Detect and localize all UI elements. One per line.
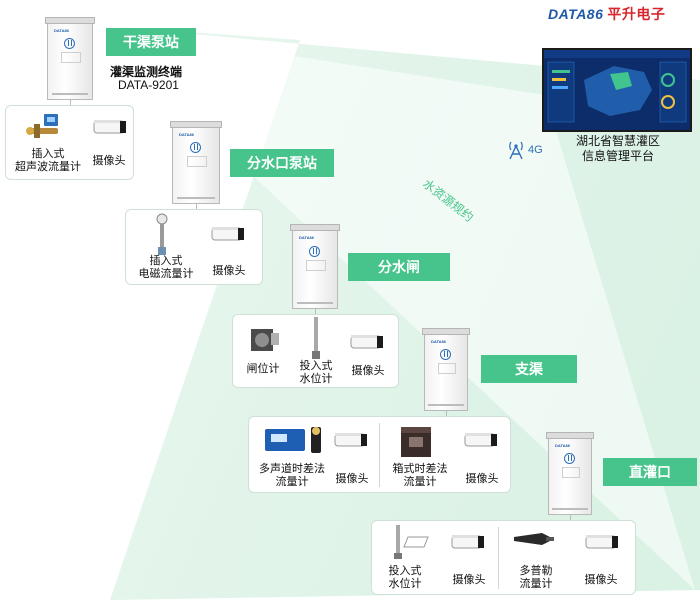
cabinet-4: DATA86 (422, 328, 470, 411)
station-label-4: 支渠 (481, 355, 577, 383)
device-box-5: 投入式 水位计 摄像头 多普勒 流量计 摄像头 (371, 520, 636, 595)
label-camera-4b: 摄像头 (465, 473, 499, 485)
label-camera-5b: 摄像头 (584, 574, 618, 586)
station-label-3: 分水闸 (348, 253, 450, 281)
platform-screen (542, 48, 692, 132)
label-camera-1: 摄像头 (92, 155, 126, 167)
station-label-1: 干渠泵站 (106, 28, 196, 56)
device-box-1: 插入式 超声波流量计 摄像头 (5, 105, 134, 180)
label-gate-meter: 闸位计 (246, 363, 280, 375)
terminal-model: DATA-9201 (118, 78, 179, 92)
gate-position-meter-icon (251, 329, 279, 351)
label-level-meter-1: 投入式 水位计 (299, 360, 333, 385)
camera-icon (350, 335, 383, 349)
station-label-5: 直灌口 (603, 458, 697, 486)
box-flowmeter-icon (401, 427, 431, 457)
camera-icon (93, 120, 126, 134)
label-camera-3: 摄像头 (351, 365, 385, 377)
label-box-meter: 箱式时差法 流量计 (392, 463, 448, 488)
network-label: 4G (528, 144, 543, 156)
camera-icon (334, 433, 367, 447)
device-box-2: 插入式 电磁流量计 摄像头 (125, 209, 263, 285)
camera-icon (211, 227, 244, 241)
logo-text-cn: 平升电子 (607, 6, 666, 22)
ultrasonic-flowmeter-icon (26, 114, 58, 138)
label-level-meter-2: 投入式 水位计 (388, 565, 422, 590)
label-ultrasonic-meter: 插入式 超声波流量计 (15, 148, 81, 173)
camera-icon (451, 535, 484, 549)
label-multichannel-meter: 多声道时差法 流量计 (259, 463, 325, 488)
electromagnetic-flowmeter-icon (156, 213, 168, 255)
submersible-level-meter-icon (312, 317, 320, 359)
cabinet-3: DATA86 (290, 224, 340, 309)
station-label-2: 分水口泵站 (230, 149, 334, 177)
terminal-name: 灌渠监测终端 (110, 65, 183, 79)
cabinet-2: DATA86 (170, 121, 222, 204)
device-box-4: 多声道时差法 流量计 摄像头 箱式时差法 流量计 摄像头 (248, 416, 511, 493)
label-camera-5a: 摄像头 (452, 574, 486, 586)
platform-name: 湖北省智慧灌区 信息管理平台 (575, 134, 660, 163)
submersible-level-meter-icon (394, 525, 429, 559)
label-doppler-meter: 多普勒 流量计 (519, 565, 553, 590)
cabinet-5: DATA86 (546, 432, 594, 515)
label-electromagnetic-meter: 插入式 电磁流量计 (138, 255, 194, 280)
doppler-flowmeter-icon (514, 533, 554, 545)
cabinet-1: DATA86 (45, 17, 95, 100)
label-camera-2: 摄像头 (212, 265, 246, 277)
camera-icon (464, 433, 497, 447)
device-box-3: 闸位计 投入式 水位计 摄像头 (232, 314, 399, 388)
logo-text-en: DATA86 (548, 6, 604, 22)
label-camera-4a: 摄像头 (335, 473, 369, 485)
multichannel-flowmeter-icon (265, 427, 321, 453)
antenna-icon (509, 141, 523, 160)
camera-icon (585, 535, 618, 549)
